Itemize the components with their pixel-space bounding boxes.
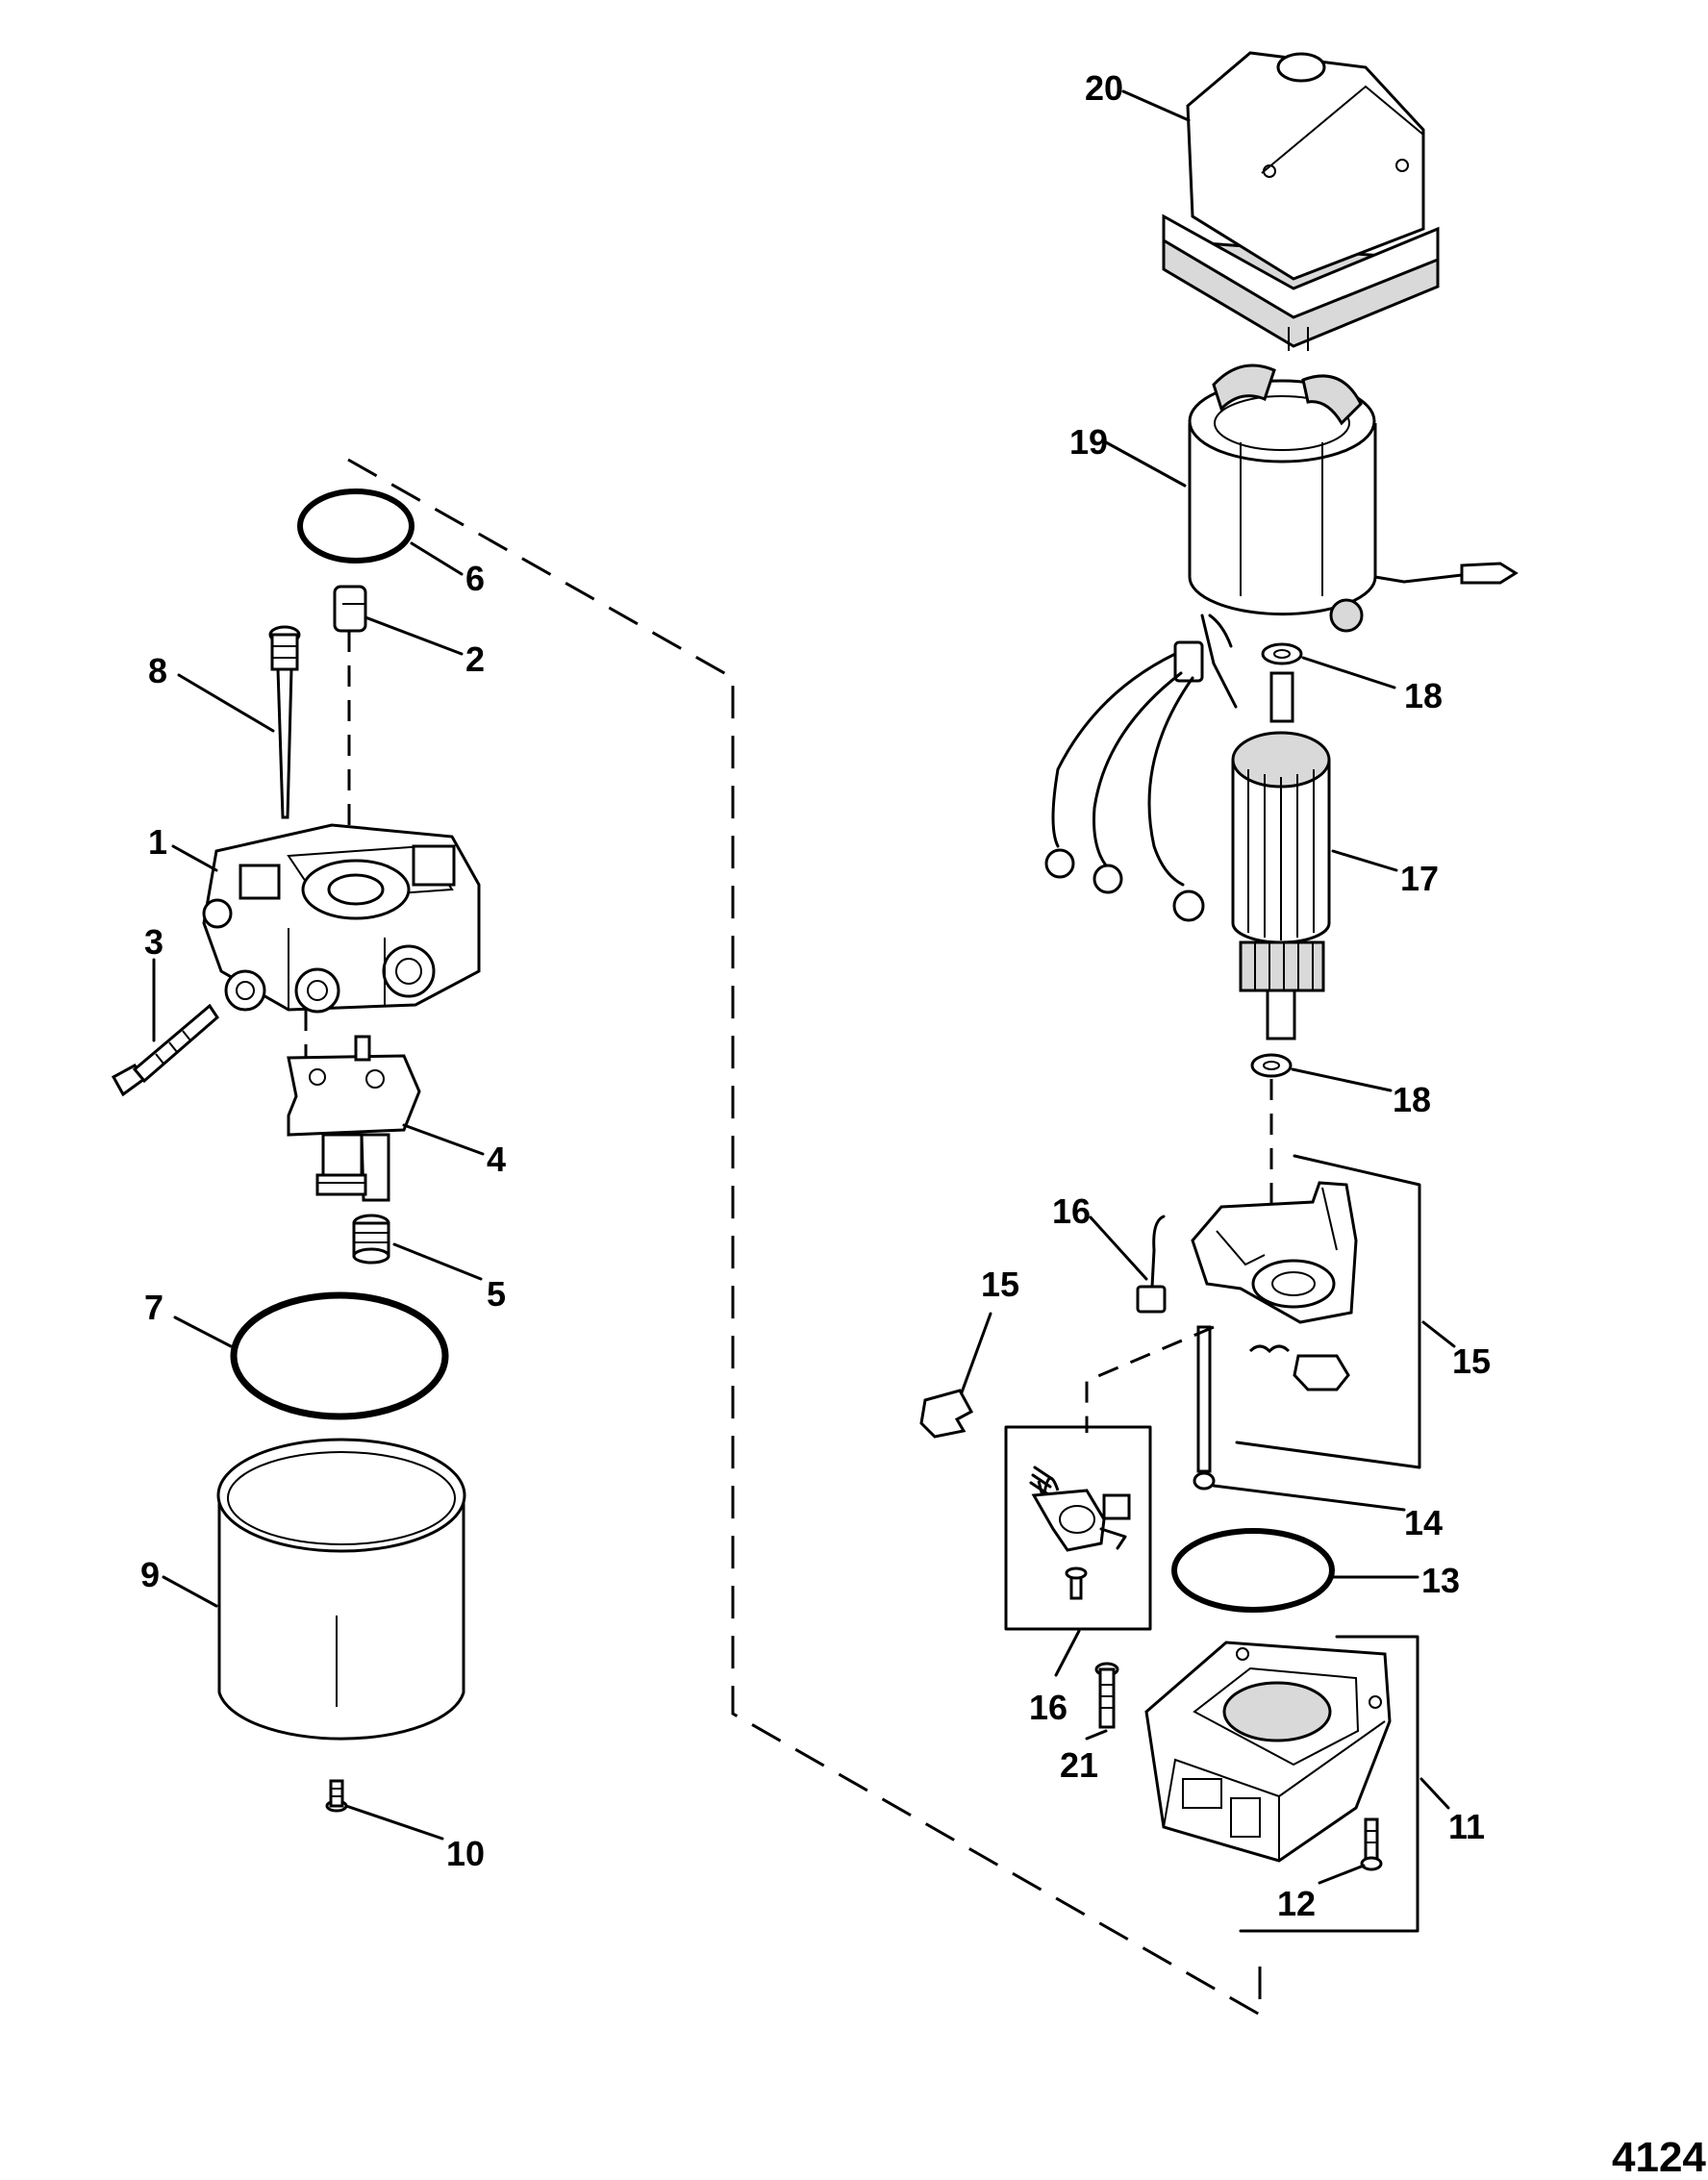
callout-10: 10: [446, 1834, 485, 1873]
callout-3: 3: [144, 922, 163, 962]
thrust-washer-18-lower: [1250, 1053, 1293, 1078]
motor-lead-wires: [1044, 614, 1238, 922]
callout-20: 20: [1085, 68, 1123, 108]
callout-9: 9: [140, 1555, 160, 1594]
fill-screw-8: [268, 625, 301, 819]
brush-plate-15: [1191, 1181, 1358, 1391]
o-ring-13: [1171, 1528, 1335, 1613]
figure-number: 41241: [1612, 2134, 1708, 2180]
manual-release-valve-3: [111, 1003, 219, 1097]
callout-18-upper: 18: [1404, 676, 1443, 715]
end-cap-11: [1144, 1641, 1392, 1863]
callout-1: 1: [148, 822, 167, 862]
reservoir-9: [216, 1438, 466, 1741]
brush-lead-16-upper: [1136, 1215, 1167, 1314]
callout-7: 7: [144, 1288, 163, 1327]
screw-21: [1094, 1662, 1119, 1729]
callout-5: 5: [487, 1274, 506, 1314]
brush-kit-16: [1004, 1425, 1152, 1631]
field-frame-19: [1188, 363, 1519, 633]
callout-17: 17: [1400, 859, 1439, 898]
callout-11: 11: [1448, 1807, 1485, 1846]
callout-14: 14: [1404, 1503, 1443, 1542]
brush-clip-15: [919, 1389, 974, 1439]
through-bolt-14: [1193, 1325, 1216, 1491]
pump-manifold-1: [202, 823, 481, 1014]
callout-6: 6: [465, 559, 485, 598]
callout-2: 2: [465, 639, 485, 679]
o-ring-7: [230, 1291, 449, 1420]
screw-10: [325, 1779, 348, 1813]
callout-8: 8: [148, 651, 167, 690]
callout-15-left: 15: [981, 1265, 1019, 1304]
callout-15-right: 15: [1452, 1341, 1491, 1381]
callout-16-upper: 16: [1052, 1191, 1091, 1231]
callout-12: 12: [1277, 1884, 1316, 1923]
o-ring-6: [297, 489, 414, 564]
callout-21: 21: [1060, 1745, 1098, 1785]
callout-19: 19: [1069, 422, 1108, 462]
bracket-15: [1235, 1154, 1421, 1469]
motor-cover-20: [1162, 51, 1440, 351]
bracket-11: [1239, 1635, 1419, 1933]
pump-4: [287, 1035, 421, 1202]
assembly-dashed-outline: [347, 458, 1262, 2017]
armature-17: [1231, 671, 1331, 1040]
screw-12: [1360, 1817, 1383, 1871]
check-valve-2: [333, 585, 367, 633]
callout-18-lower: 18: [1393, 1080, 1431, 1119]
callout-13: 13: [1421, 1561, 1460, 1600]
thrust-washer-18-upper: [1261, 642, 1303, 665]
callout-4: 4: [487, 1140, 506, 1179]
callout-16-lower: 16: [1029, 1688, 1068, 1727]
filter-5: [352, 1214, 390, 1265]
